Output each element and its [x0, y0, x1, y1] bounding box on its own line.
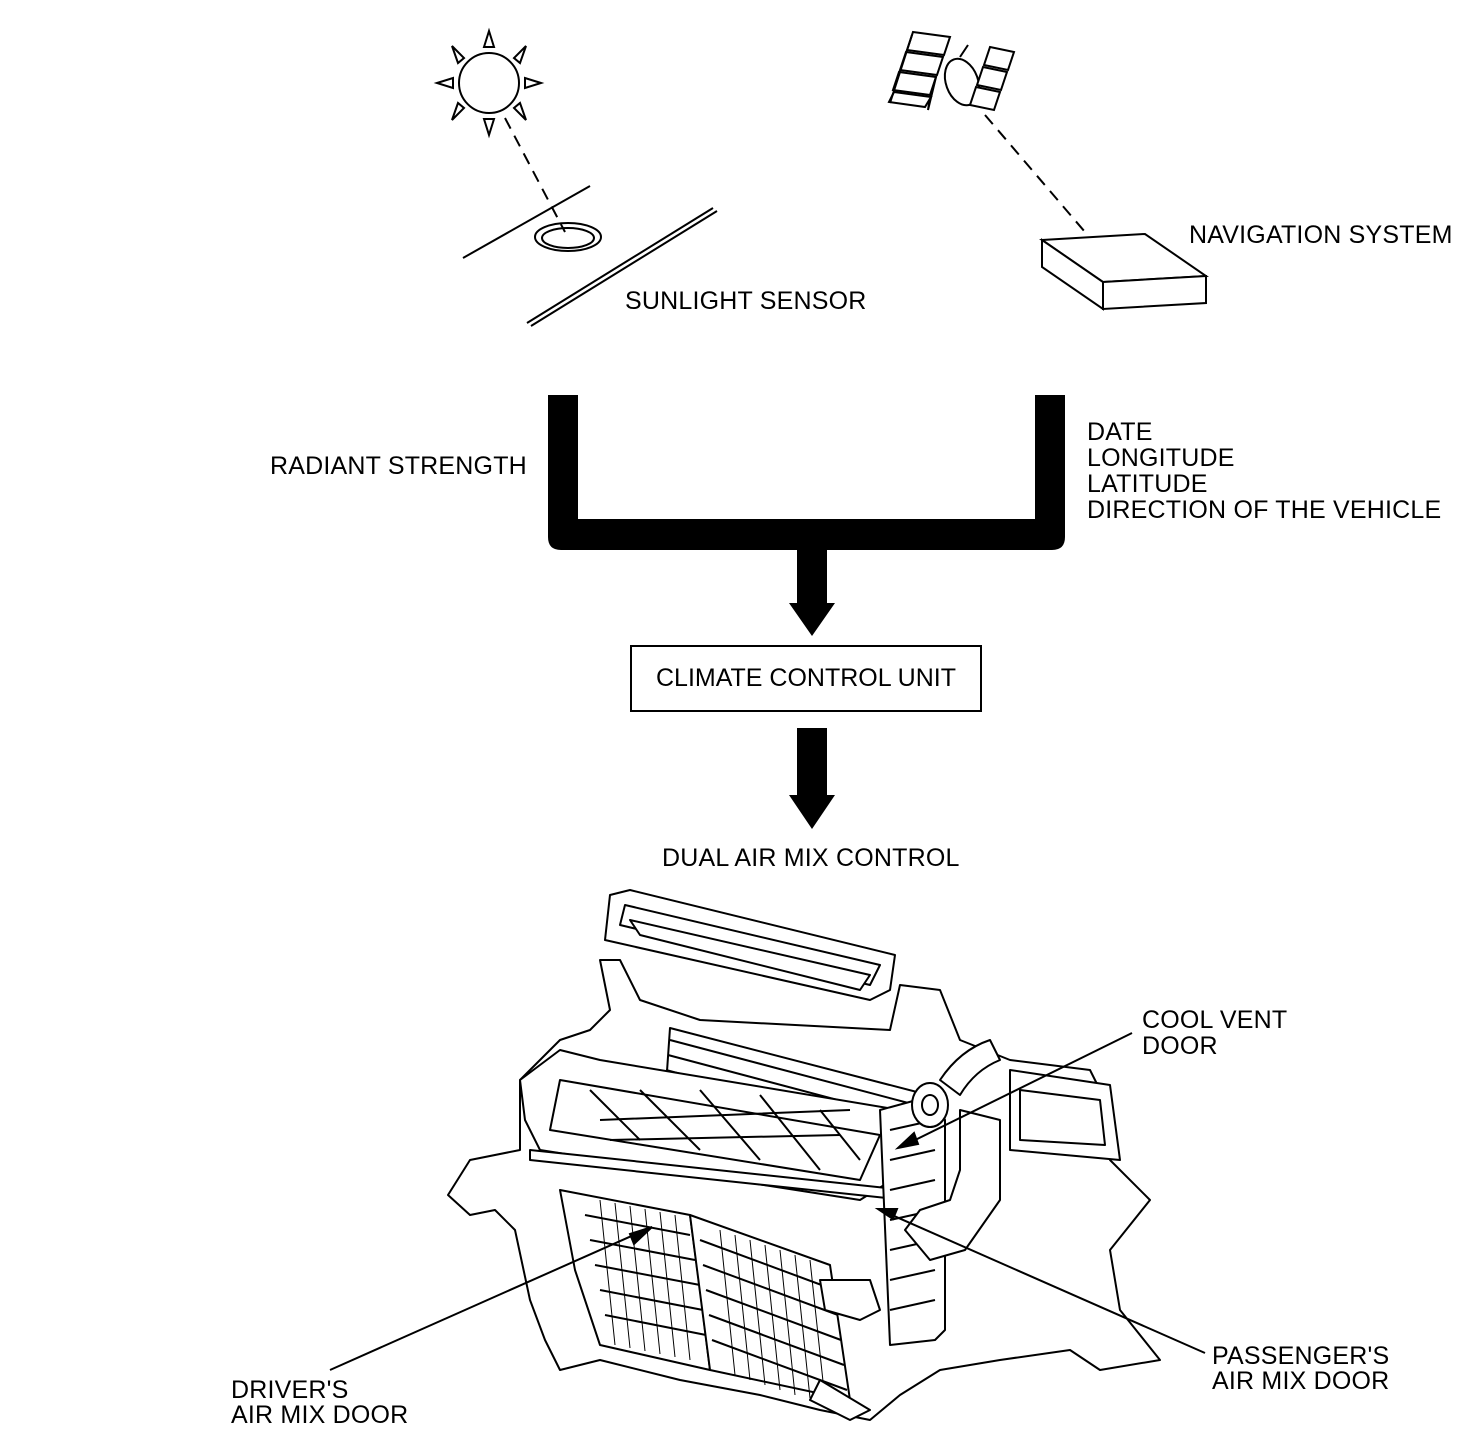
sun-ray-dashed-line: [504, 117, 566, 233]
nav-data-date: DATE: [1087, 418, 1153, 446]
drivers-air-mix-door-label-line2: AIR MIX DOOR: [231, 1401, 409, 1429]
radiant-strength-label: RADIANT STRENGTH: [270, 452, 527, 480]
flow-arrow-down: [789, 728, 835, 829]
sunlight-sensor-label: SUNLIGHT SENSOR: [625, 287, 867, 315]
navigation-system-label: NAVIGATION SYSTEM: [1189, 221, 1453, 249]
satellite-icon: [887, 30, 1016, 112]
passengers-air-mix-door-label-line1: PASSENGER'S: [1212, 1342, 1390, 1370]
navigation-unit-icon: [1039, 232, 1209, 311]
drivers-air-mix-door-label-line1: DRIVER'S: [231, 1376, 349, 1404]
climate-control-unit-label: CLIMATE CONTROL UNIT: [655, 664, 956, 692]
sun-icon: [433, 27, 545, 139]
flow-connector: [548, 395, 1065, 636]
cool-vent-door-label-line2: DOOR: [1142, 1032, 1218, 1060]
sunlight-sensor-icon: [462, 185, 718, 327]
passengers-air-mix-door-label-line2: AIR MIX DOOR: [1212, 1367, 1390, 1395]
dual-air-mix-control-label: DUAL AIR MIX CONTROL: [662, 844, 960, 872]
callout-leaders: [329, 1032, 1206, 1371]
nav-data-longitude: LONGITUDE: [1087, 444, 1235, 472]
hvac-unit-illustration: [447, 889, 1161, 1421]
nav-data-latitude: LATITUDE: [1087, 470, 1208, 498]
climate-control-unit-box: CLIMATE CONTROL UNIT: [630, 645, 982, 712]
cool-vent-door-label-line1: COOL VENT: [1142, 1006, 1288, 1034]
nav-data-direction: DIRECTION OF THE VEHICLE: [1087, 496, 1442, 524]
satellite-signal-dashed-line: [984, 114, 1086, 233]
